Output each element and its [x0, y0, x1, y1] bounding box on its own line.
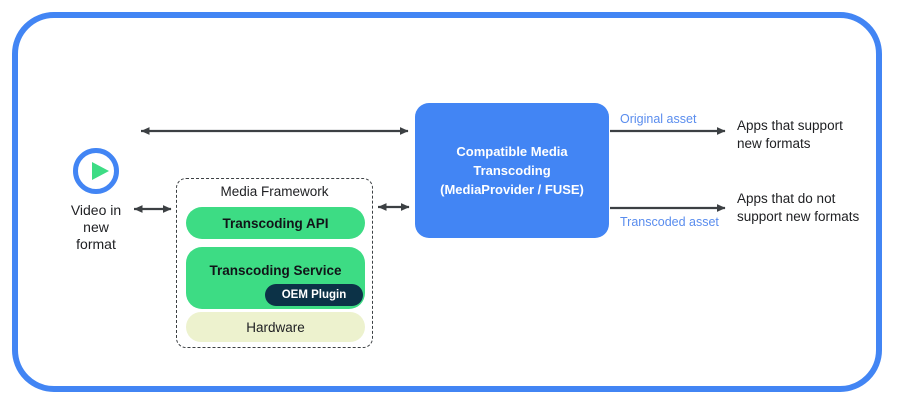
transcoding-api-label: Transcoding API — [222, 215, 329, 231]
transcoding-api-box: Transcoding API — [186, 207, 365, 239]
apps-no-support-new-formats-label: Apps that do not support new formats — [737, 191, 860, 224]
hardware-box: Hardware — [186, 312, 365, 342]
hardware-label: Hardware — [246, 319, 305, 335]
oem-plugin-label: OEM Plugin — [281, 289, 347, 301]
apps-support-new-formats-label: Apps that support new formats — [737, 118, 843, 151]
compatible-media-transcoding-label: Compatible Media Transcoding (MediaProvi… — [440, 144, 584, 197]
oem-plugin-badge: OEM Plugin — [265, 284, 363, 306]
transcoded-asset-label: Transcoded asset — [620, 215, 719, 229]
video-source-label: Video in new format — [70, 202, 122, 252]
compatible-media-transcoding-box: Compatible Media Transcoding (MediaProvi… — [415, 103, 609, 238]
original-asset-label: Original asset — [620, 112, 697, 126]
media-framework-title: Media Framework — [220, 184, 329, 199]
media-framework-container: Media Framework Transcoding API Transcod… — [176, 178, 373, 348]
transcoding-service-label: Transcoding Service — [209, 263, 342, 278]
play-circle-icon — [73, 148, 119, 194]
video-source-group: Video in new format — [48, 148, 144, 253]
